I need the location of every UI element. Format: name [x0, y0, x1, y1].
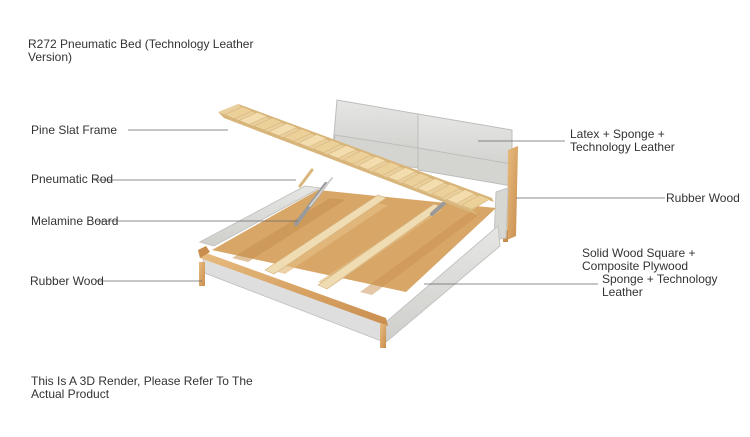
pine-slat [238, 112, 268, 125]
pine-slat-frame [218, 104, 494, 216]
render-note: This Is A 3D Render, Please Refer To The… [31, 374, 253, 401]
label-solid-wood-line1: Solid Wood Square + Composite Plywood [582, 246, 696, 273]
pine-slat [461, 194, 491, 210]
label-rubber-wood-left: Rubber Wood [30, 274, 104, 288]
label-latex-sponge: Latex + Sponge + Technology Leather [570, 127, 675, 154]
front-wood-trim [198, 250, 388, 326]
pine-slat [401, 172, 431, 187]
pine-slat [357, 156, 387, 170]
pine-slat [297, 134, 328, 148]
front-left-leg [199, 262, 205, 286]
label-pneumatic-rod: Pneumatic Rod [31, 172, 114, 186]
left-side-rail [198, 185, 322, 247]
pine-slat [223, 106, 254, 120]
label-rubber-wood-right: Rubber Wood [666, 191, 740, 205]
pine-slat [372, 161, 402, 176]
pine-slats [223, 106, 491, 210]
pine-slat [268, 123, 298, 137]
pine-slat [416, 178, 446, 193]
pine-slat [253, 117, 283, 131]
pine-slat [446, 189, 476, 204]
pine-slat [283, 128, 313, 142]
label-melamine-board: Melamine Board [31, 214, 119, 228]
pine-slat [342, 150, 372, 165]
page-title: R272 Pneumatic Bed (Technology Leather V… [28, 37, 254, 64]
pine-slat [327, 145, 357, 159]
pine-slat [386, 167, 417, 182]
melamine-board-area [212, 190, 496, 295]
pine-slat [431, 183, 461, 199]
front-right-leg [380, 324, 386, 348]
label-pine-slat-frame: Pine Slat Frame [31, 123, 118, 137]
label-solid-wood-line2: Sponge + Technology Leather [602, 272, 718, 299]
pine-slat [312, 139, 342, 153]
